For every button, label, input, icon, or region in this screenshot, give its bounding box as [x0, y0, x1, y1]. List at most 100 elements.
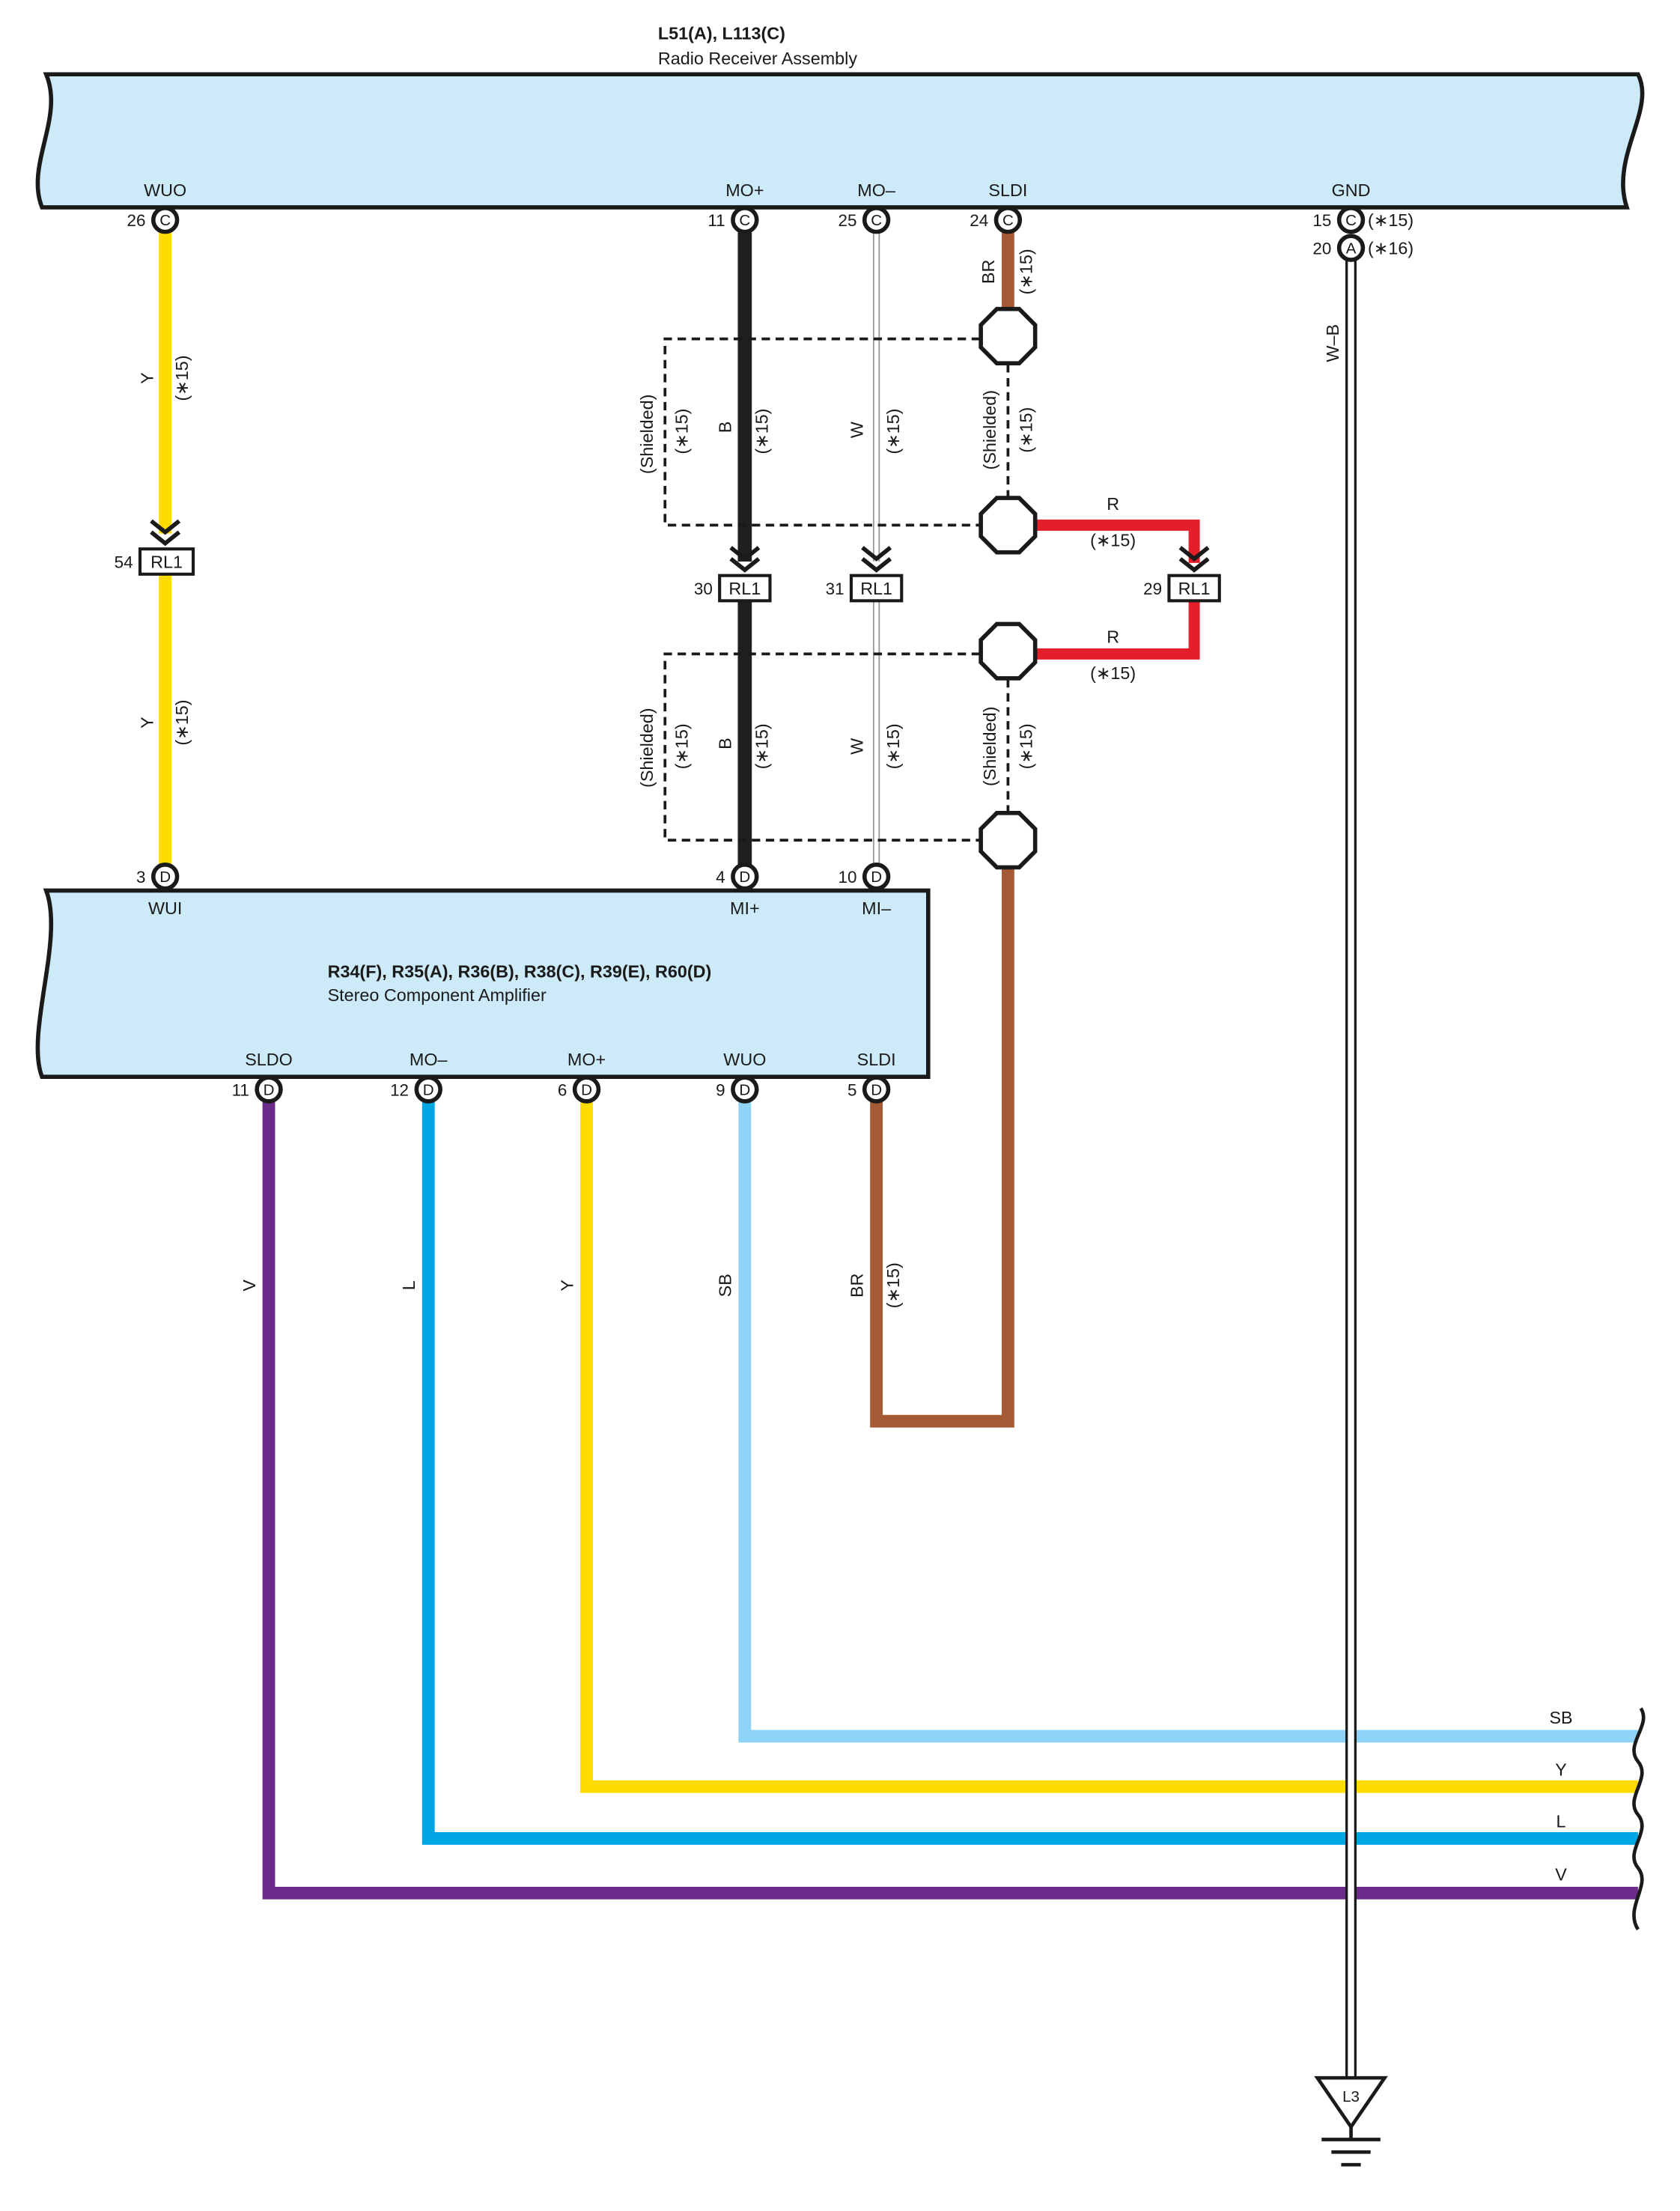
pin-connector-letter: C	[1002, 212, 1014, 229]
wire-drain-upper	[1034, 519, 1200, 563]
harness-end-label-l: L	[1556, 1811, 1566, 1831]
wire-code-mo-minus-upper: W	[847, 422, 866, 438]
amplifier-pin-label-wuo: WUO	[723, 1050, 766, 1069]
amplifier-title: R34(F), R35(A), R36(B), R38(C), R39(E), …	[328, 961, 712, 981]
amplifier-pin-label-sldo: SLDO	[245, 1050, 293, 1069]
amplifier-pin-mi-plus: D 4	[716, 863, 759, 891]
receiver-title: L51(A), L113(C)	[658, 23, 785, 43]
wire-note-wuo-upper: (∗15)	[172, 355, 192, 401]
chevron-down-icon	[150, 519, 181, 535]
pin-number: 20	[1312, 240, 1331, 258]
shield-note-upper-right: (∗15)	[1017, 407, 1036, 453]
pin-connector-letter: C	[159, 212, 171, 229]
pin-circle	[572, 1075, 601, 1104]
junction-connector-name: RL1	[150, 552, 183, 571]
shield-label-lower-right: (Shielded)	[980, 707, 999, 786]
pin-circle	[862, 863, 891, 891]
shield-terminal-octagon	[979, 811, 1038, 870]
pin-circle	[255, 1075, 283, 1104]
amplifier-pin-mi-minus: D 10	[838, 863, 891, 891]
wire-code-gnd: W–B	[1323, 324, 1342, 362]
wire-code-mo-plus-lower: B	[716, 737, 735, 749]
junction-connector-name: RL1	[1178, 579, 1211, 598]
amplifier-box	[35, 888, 931, 1079]
junction-connector-box	[1167, 574, 1221, 603]
junction-30: RL1 30	[694, 546, 772, 603]
shield-lower-outline	[663, 652, 1010, 842]
pin-number: 26	[127, 211, 146, 230]
wire-code-wuo-lower: Y	[137, 717, 156, 729]
pin-connector-letter: D	[739, 869, 750, 886]
wire-code-wuo-upper: Y	[137, 372, 156, 384]
pin-note: (∗15)	[1368, 210, 1413, 230]
wire-note-sldi-lower: (∗15)	[883, 1262, 903, 1308]
pin-number: 11	[707, 211, 725, 230]
pin-circle	[731, 206, 759, 234]
pin-number: 10	[838, 868, 856, 886]
amplifier-pin-label-wui: WUI	[148, 898, 182, 918]
shield-upper-outline	[663, 337, 1010, 527]
pin-connector-letter: A	[1346, 240, 1357, 258]
shield-terminal-octagon	[979, 306, 1038, 366]
amplifier-pin-sldi: D 5	[847, 1075, 891, 1104]
amplifier-pin-label-mi-plus: MI+	[730, 898, 760, 918]
ground-point-label: L3	[1342, 2088, 1360, 2105]
pin-connector-letter: C	[871, 212, 882, 229]
pin-circle	[862, 206, 891, 234]
pin-number: 6	[558, 1080, 567, 1099]
pin-circle	[731, 863, 759, 891]
pin-number: 25	[838, 211, 856, 230]
chevron-down-icon	[1178, 546, 1210, 562]
chevron-down-icon	[1178, 557, 1210, 573]
wire-code-wuo-out: SB	[716, 1274, 735, 1297]
pin-circle	[1336, 234, 1366, 262]
shield-note-lower-right: (∗15)	[1017, 723, 1036, 769]
wire-code-mo-minus-out: L	[399, 1280, 419, 1290]
amplifier-subtitle: Stereo Component Amplifier	[328, 985, 547, 1005]
pin-connector-letter: C	[1345, 212, 1357, 229]
receiver-pin-gnd: C 15 (∗15)	[1312, 206, 1413, 234]
amplifier-pin-label-mi-minus: MI–	[862, 898, 891, 918]
junction-connector-box	[849, 574, 904, 603]
junction-connector-box	[138, 547, 195, 576]
wire-note-drain-upper: (∗15)	[1090, 530, 1136, 550]
junction-connector-name: RL1	[728, 579, 761, 598]
amplifier-pin-wuo: D 9	[716, 1075, 759, 1104]
shield-note-lower-left: (∗15)	[672, 723, 692, 769]
harness-end-label-sb: SB	[1549, 1708, 1572, 1727]
shield-terminal-octagon	[979, 621, 1038, 681]
amplifier-pin-label-mo-plus: MO+	[567, 1050, 606, 1069]
pin-number: 15	[1312, 211, 1331, 230]
receiver-subtitle: Radio Receiver Assembly	[658, 49, 857, 68]
receiver-pin-mo-plus: C 11	[707, 206, 759, 234]
wire-code-mo-plus-upper: B	[716, 422, 735, 434]
pin-number: 11	[232, 1080, 249, 1099]
receiver-pin-label-mo-minus: MO–	[857, 180, 895, 200]
junction-connector-pin: 54	[115, 553, 133, 571]
wire-code-sldi-upper: BR	[979, 260, 998, 284]
junction-29: RL1 29	[1143, 546, 1221, 603]
pin-connector-letter: D	[739, 1081, 750, 1098]
pin-connector-letter: D	[871, 1081, 882, 1098]
wire-mo-minus-out	[421, 1101, 1638, 1845]
wire-code-mo-minus-lower: W	[847, 738, 866, 755]
amplifier-pin-wui: D 3	[136, 863, 180, 891]
wire-code-mo-plus-out: Y	[557, 1280, 576, 1292]
receiver-pin-label-gnd: GND	[1332, 180, 1371, 200]
harness-end-label-v: V	[1555, 1865, 1567, 1885]
shield-label-upper-left: (Shielded)	[637, 395, 657, 474]
pin-number: 9	[716, 1080, 725, 1099]
junction-connector-box	[718, 574, 772, 603]
pin-connector-letter: D	[581, 1081, 592, 1098]
wire-note-mo-plus-lower: (∗15)	[752, 723, 771, 769]
wire-note-drain-lower: (∗15)	[1090, 663, 1136, 683]
ground-icon	[1321, 2126, 1381, 2167]
receiver-pin-gnd-alt: A 20 (∗16)	[1312, 234, 1413, 262]
shield-label-lower-left: (Shielded)	[637, 708, 657, 787]
receiver-box	[35, 72, 1645, 210]
amplifier-pin-mo-minus: D 12	[390, 1075, 442, 1104]
junction-31: RL1 31	[826, 546, 904, 603]
pin-circle	[862, 1075, 891, 1104]
pin-circle	[993, 206, 1023, 234]
